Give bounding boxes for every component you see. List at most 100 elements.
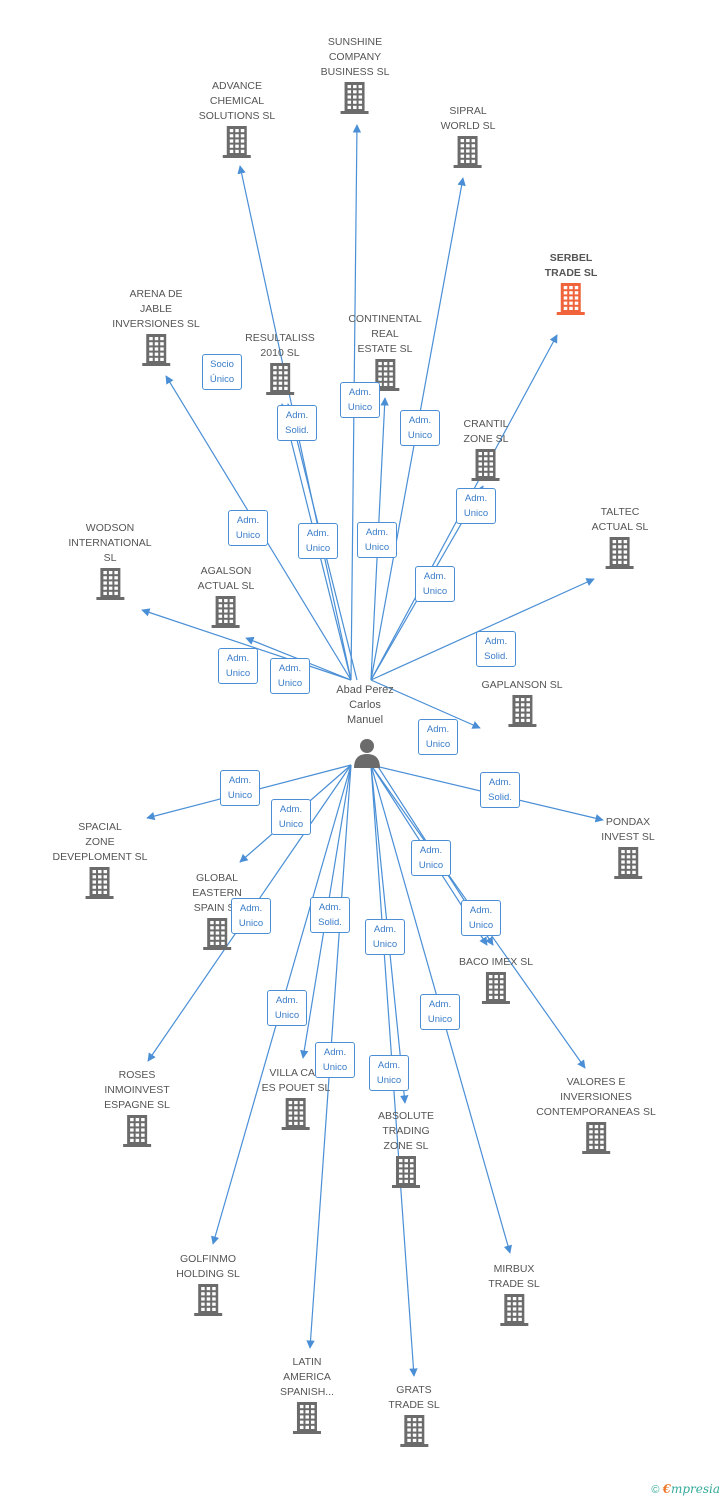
building-icon bbox=[85, 867, 114, 899]
company-node-taltec[interactable]: TALTEC ACTUAL SL bbox=[592, 505, 648, 569]
company-label: MIRBUX TRADE SL bbox=[488, 1263, 540, 1290]
company-label: ADVANCE CHEMICAL SOLUTIONS SL bbox=[198, 80, 276, 122]
copyright-symbol: © bbox=[651, 1484, 660, 1496]
empresia-logo: €mpresia bbox=[663, 1482, 720, 1496]
relation-label[interactable]: Adm. Unico bbox=[267, 990, 307, 1026]
relation-label[interactable]: Adm. Solid. bbox=[310, 897, 350, 933]
company-label: ABSOLUTE TRADING ZONE SL bbox=[377, 1110, 435, 1152]
building-icon bbox=[605, 537, 634, 569]
company-label: AGALSON ACTUAL SL bbox=[197, 565, 255, 592]
relation-label[interactable]: Socio Único bbox=[202, 354, 242, 390]
relation-label[interactable]: Adm. Unico bbox=[228, 510, 268, 546]
company-label: GOLFINMO HOLDING SL bbox=[176, 1253, 240, 1280]
building-icon bbox=[341, 82, 369, 114]
company-label: CONTINENTAL REAL ESTATE SL bbox=[348, 313, 422, 355]
company-node-roses[interactable]: ROSES INMOINVEST ESPAGNE SL bbox=[104, 1068, 170, 1147]
building-icon bbox=[142, 334, 170, 366]
relation-label[interactable]: Adm. Solid. bbox=[277, 405, 317, 441]
edge-gaplanson bbox=[370, 679, 481, 729]
company-node-global[interactable]: GLOBAL EASTERN SPAIN SL bbox=[192, 871, 242, 950]
person-name: Abad Perez Carlos Manuel bbox=[336, 684, 394, 726]
building-icon bbox=[557, 283, 585, 315]
company-node-golfinmo[interactable]: GOLFINMO HOLDING SL bbox=[176, 1252, 240, 1316]
brand-text: mpresia bbox=[670, 1482, 720, 1496]
company-label: VALORES E INVERSIONES CONTEMPORANEAS SL bbox=[536, 1076, 656, 1118]
relation-label[interactable]: Adm. Solid. bbox=[480, 772, 520, 808]
building-icon bbox=[211, 596, 240, 628]
company-node-advance[interactable]: ADVANCE CHEMICAL SOLUTIONS SL bbox=[199, 79, 275, 158]
company-node-villa[interactable]: VILLA CAN ES POUET SL bbox=[261, 1066, 331, 1130]
relation-label[interactable]: Adm. Unico bbox=[461, 900, 501, 936]
building-icon bbox=[454, 136, 482, 168]
company-node-wodson[interactable]: WODSON INTERNATIONAL SL bbox=[68, 521, 152, 600]
company-node-serbel[interactable]: SERBEL TRADE SL bbox=[544, 251, 598, 315]
relation-label[interactable]: Adm. Unico bbox=[365, 919, 405, 955]
relation-label[interactable]: Adm. Unico bbox=[340, 382, 380, 418]
footer-brand: © €mpresia bbox=[651, 1482, 720, 1496]
building-icon bbox=[281, 1098, 310, 1130]
relation-label[interactable]: Adm. Unico bbox=[231, 898, 271, 934]
relation-label[interactable]: Adm. Unico bbox=[220, 770, 260, 806]
company-label: BACO IMEX SL bbox=[458, 956, 534, 968]
company-node-grats[interactable]: GRATS TRADE SL bbox=[388, 1383, 440, 1447]
relation-label[interactable]: Adm. Unico bbox=[315, 1042, 355, 1078]
relation-label[interactable]: Adm. Unico bbox=[271, 799, 311, 835]
relation-label[interactable]: Adm. Unico bbox=[420, 994, 460, 1030]
company-label: GLOBAL EASTERN SPAIN SL bbox=[192, 872, 242, 914]
company-node-sunshine[interactable]: SUNSHINE COMPANY BUSINESS SL bbox=[320, 35, 390, 114]
company-node-agalson[interactable]: AGALSON ACTUAL SL bbox=[197, 564, 255, 628]
relation-label[interactable]: Adm. Unico bbox=[400, 410, 440, 446]
relation-label[interactable]: Adm. Unico bbox=[415, 566, 455, 602]
company-node-absolute[interactable]: ABSOLUTE TRADING ZONE SL bbox=[378, 1109, 434, 1188]
company-node-baco[interactable]: BACO IMEX SL bbox=[459, 955, 533, 1004]
edge-wodson bbox=[141, 608, 352, 681]
company-label: GRATS TRADE SL bbox=[388, 1384, 440, 1411]
company-label: SERBEL TRADE SL bbox=[544, 252, 598, 279]
company-label: PONDAX INVEST SL bbox=[601, 816, 655, 843]
company-node-continental[interactable]: CONTINENTAL REAL ESTATE SL bbox=[348, 312, 422, 391]
relation-label[interactable]: Adm. Unico bbox=[357, 522, 397, 558]
company-node-valores[interactable]: VALORES E INVERSIONES CONTEMPORANEAS SL bbox=[536, 1075, 656, 1154]
building-icon bbox=[123, 1115, 151, 1147]
relation-label[interactable]: Adm. Unico bbox=[411, 840, 451, 876]
building-icon bbox=[203, 918, 231, 950]
company-node-pondax[interactable]: PONDAX INVEST SL bbox=[601, 815, 655, 879]
company-label: VILLA CAN ES POUET SL bbox=[261, 1067, 331, 1094]
building-icon bbox=[392, 1156, 420, 1188]
building-icon bbox=[508, 695, 536, 727]
building-icon bbox=[472, 449, 500, 481]
company-node-crantil[interactable]: CRANTIL ZONE SL bbox=[463, 417, 509, 481]
company-label: RESULTALISS 2010 SL bbox=[245, 332, 315, 359]
company-node-gaplanson[interactable]: GAPLANSON SL bbox=[481, 678, 563, 727]
building-icon bbox=[95, 568, 124, 600]
company-label: CRANTIL ZONE SL bbox=[463, 418, 509, 445]
company-node-resultaliss[interactable]: RESULTALISS 2010 SL bbox=[245, 331, 315, 395]
relation-label[interactable]: Adm. Unico bbox=[298, 523, 338, 559]
company-node-spacial[interactable]: SPACIAL ZONE DEVEPLOMENT SL bbox=[53, 820, 147, 899]
building-icon bbox=[614, 847, 642, 879]
company-label: SUNSHINE COMPANY BUSINESS SL bbox=[320, 36, 390, 78]
relation-label[interactable]: Adm. Unico bbox=[456, 488, 496, 524]
building-icon bbox=[581, 1122, 610, 1154]
building-icon bbox=[265, 363, 294, 395]
relation-label[interactable]: Adm. Unico bbox=[369, 1055, 409, 1091]
relation-label[interactable]: Adm. Unico bbox=[218, 648, 258, 684]
brand-e: € bbox=[662, 1482, 671, 1496]
company-label: ROSES INMOINVEST ESPAGNE SL bbox=[104, 1069, 170, 1111]
company-node-latin[interactable]: LATIN AMERICA SPANISH... bbox=[280, 1355, 334, 1434]
company-label: LATIN AMERICA SPANISH... bbox=[279, 1356, 335, 1398]
edge-taltec bbox=[370, 578, 595, 681]
building-icon bbox=[481, 972, 510, 1004]
building-icon bbox=[399, 1415, 428, 1447]
building-icon bbox=[499, 1294, 528, 1326]
relation-label[interactable]: Adm. Unico bbox=[418, 719, 458, 755]
company-label: ARENA DE JABLE INVERSIONES SL bbox=[112, 288, 200, 330]
company-node-arena[interactable]: ARENA DE JABLE INVERSIONES SL bbox=[112, 287, 200, 366]
company-node-mirbux[interactable]: MIRBUX TRADE SL bbox=[488, 1262, 540, 1326]
building-icon bbox=[292, 1402, 321, 1434]
relation-label[interactable]: Adm. Unico bbox=[270, 658, 310, 694]
building-icon bbox=[371, 359, 399, 391]
company-node-sipral[interactable]: SIPRAL WORLD SL bbox=[441, 104, 495, 168]
person-icon bbox=[354, 739, 380, 768]
relation-label[interactable]: Adm. Solid. bbox=[476, 631, 516, 667]
